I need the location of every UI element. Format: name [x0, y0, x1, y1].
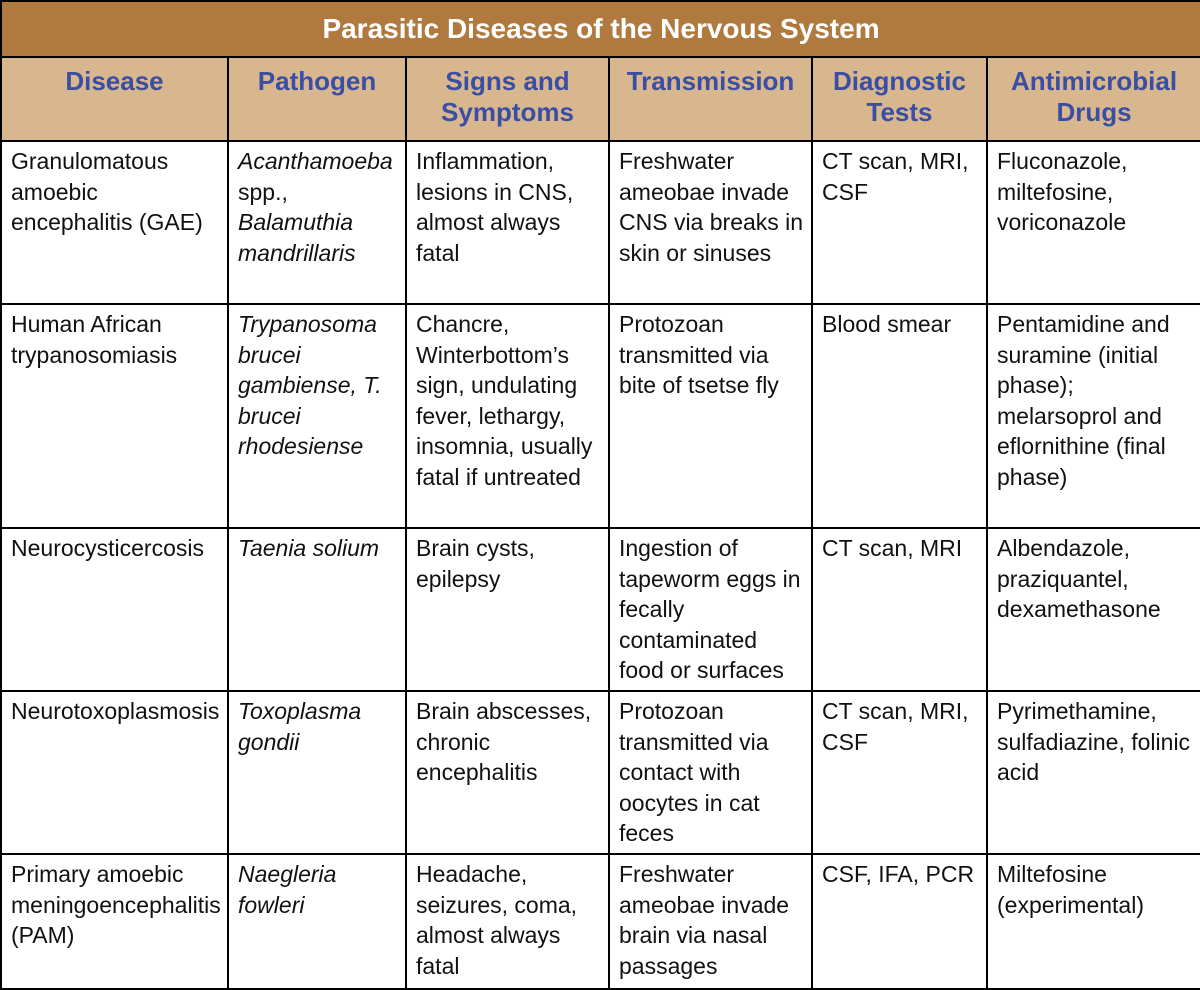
- diagnostic-tests-cell: Blood smear: [811, 303, 988, 529]
- disease-cell: Neurotoxoplasmosis: [0, 690, 229, 855]
- drugs-cell: Fluconazole, miltefosine, voriconazole: [985, 140, 1200, 305]
- table-row: Granulomatous amoebic encephalitis (GAE)…: [0, 140, 1200, 305]
- diagnostic-tests-cell: CT scan, MRI: [811, 527, 988, 692]
- title-row: Parasitic Diseases of the Nervous System: [0, 0, 1200, 58]
- header-disease: Disease: [0, 56, 229, 142]
- disease-cell: Human African trypanosomiasis: [0, 303, 229, 529]
- header-pathogen: Pathogen: [227, 56, 407, 142]
- signs-cell: Brain cysts, epilepsy: [405, 527, 610, 692]
- pathogen-cell: Toxoplasma gondii: [227, 690, 407, 855]
- header-transmission: Transmission: [608, 56, 813, 142]
- table-row: Neurotoxoplasmosis Toxoplasma gondii Bra…: [0, 690, 1200, 855]
- transmission-cell: Protozoan transmitted via contact with o…: [608, 690, 813, 855]
- pathogen-cell: Naegleria fowleri: [227, 853, 407, 990]
- table-row: Human African trypanosomiasis Trypanosom…: [0, 303, 1200, 529]
- diagnostic-tests-cell: CT scan, MRI, CSF: [811, 690, 988, 855]
- signs-cell: Headache, seizures, coma, almost always …: [405, 853, 610, 990]
- table-row: Primary amoebic meningoencephalitis (PAM…: [0, 853, 1200, 990]
- header-antimicrobial-drugs: Antimicrobial Drugs: [985, 56, 1200, 142]
- diagnostic-tests-cell: CT scan, MRI, CSF: [811, 140, 988, 305]
- drugs-cell: Miltefosine (experimental): [985, 853, 1200, 990]
- signs-cell: Brain abscesses, chronic encephalitis: [405, 690, 610, 855]
- drugs-cell: Pentamidine and suramine (initial phase)…: [985, 303, 1200, 529]
- pathogen-species-text: Balamuthia mandrillaris: [238, 209, 356, 266]
- table-title: Parasitic Diseases of the Nervous System: [0, 0, 1200, 58]
- pathogen-cell: Taenia solium: [227, 527, 407, 692]
- header-signs-and-symptoms: Signs and Symptoms: [405, 56, 610, 142]
- disease-cell: Granulomatous amoebic encephalitis (GAE): [0, 140, 229, 305]
- disease-cell: Neurocysticercosis: [0, 527, 229, 692]
- pathogen-spp-text: spp.,: [238, 178, 288, 205]
- drugs-cell: Albendazole, praziquantel, dexamethasone: [985, 527, 1200, 692]
- diagnostic-tests-cell: CSF, IFA, PCR: [811, 853, 988, 990]
- transmission-cell: Ingestion of tapeworm eggs in fecally co…: [608, 527, 813, 692]
- signs-cell: Chancre, Winterbottom’s sign, undulating…: [405, 303, 610, 529]
- pathogen-cell: Acanthamoeba spp., Balamuthia mandrillar…: [227, 140, 407, 305]
- disease-cell: Primary amoebic meningoencephalitis (PAM…: [0, 853, 229, 990]
- table-row: Neurocysticercosis Taenia solium Brain c…: [0, 527, 1200, 692]
- transmission-cell: Freshwater ameobae invade brain via nasa…: [608, 853, 813, 990]
- signs-cell: Inflammation, lesions in CNS, almost alw…: [405, 140, 610, 305]
- transmission-cell: Freshwater ameobae invade CNS via breaks…: [608, 140, 813, 305]
- header-row: Disease Pathogen Signs and Symptoms Tran…: [0, 56, 1200, 142]
- drugs-cell: Pyrimethamine, sulfadiazine, folinic aci…: [985, 690, 1200, 855]
- pathogen-cell: Trypanosoma brucei gambiense, T. brucei …: [227, 303, 407, 529]
- header-diagnostic-tests: Diagnostic Tests: [811, 56, 988, 142]
- pathogen-genus-text: Acanthamoeba: [238, 148, 393, 174]
- transmission-cell: Protozoan transmitted via bite of tsetse…: [608, 303, 813, 529]
